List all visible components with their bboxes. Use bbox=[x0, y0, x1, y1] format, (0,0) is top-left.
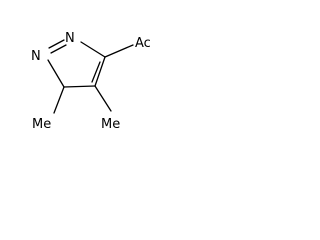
bond-n1-n2-double-a bbox=[48, 39, 65, 49]
atom-n2-label: N bbox=[65, 31, 75, 46]
bond-n1-n2-double-b bbox=[50, 44, 67, 54]
acetyl-label: Ac bbox=[135, 36, 151, 51]
methyl-c4-label: Me bbox=[101, 117, 120, 132]
atom-n1-label: N bbox=[31, 49, 41, 64]
bond-c3-c4-inner bbox=[91, 61, 101, 83]
bond-c5-n1 bbox=[47, 59, 65, 88]
pyrazoline-structure: N N Ac Me Me bbox=[31, 31, 151, 132]
bond-n2-c3 bbox=[80, 41, 106, 58]
bond-c5-methyl bbox=[53, 86, 65, 114]
bond-c4-c5 bbox=[63, 85, 96, 88]
bond-c4-methyl bbox=[94, 85, 112, 112]
bond-c3-acetyl bbox=[104, 44, 134, 58]
methyl-c5-label: Me bbox=[32, 117, 51, 132]
bond-c3-c4-outer bbox=[94, 56, 106, 87]
